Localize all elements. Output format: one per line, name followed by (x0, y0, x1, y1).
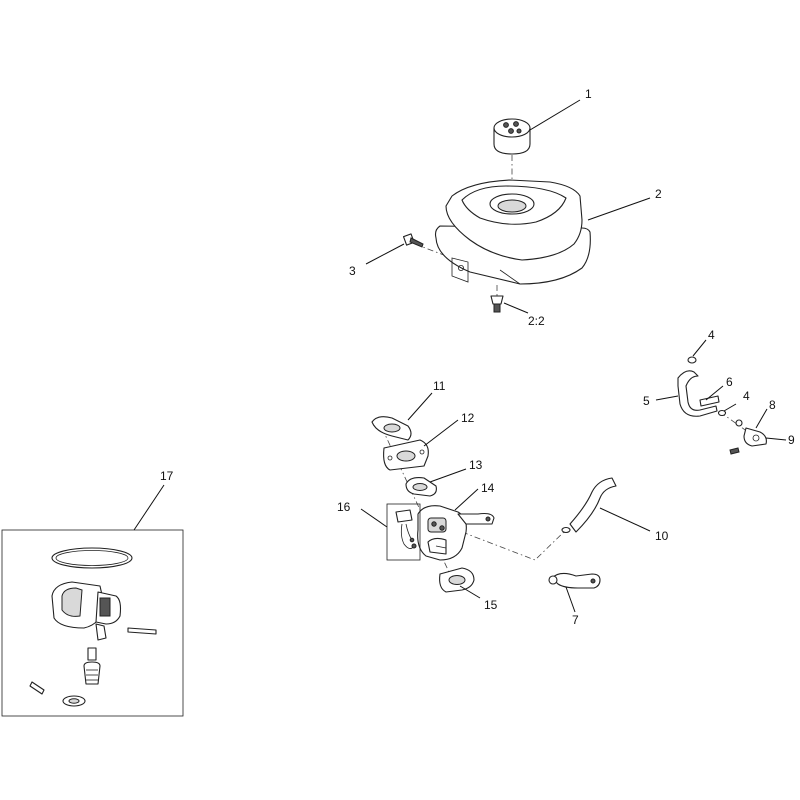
carburetor[interactable] (417, 505, 495, 561)
callout-4-upper: 4 (708, 328, 715, 342)
repair-kit-box (1, 529, 184, 717)
valve-screw[interactable] (735, 419, 743, 427)
fuel-line[interactable] (561, 477, 617, 534)
callout-3: 3 (349, 264, 356, 278)
callout-6: 6 (726, 375, 733, 389)
callout-2-2: 2:2 (528, 314, 545, 328)
carb-insulator[interactable] (383, 439, 429, 471)
callout-5: 5 (643, 394, 650, 408)
fuel-tank[interactable] (434, 179, 591, 285)
callout-2: 2 (655, 187, 662, 201)
fuel-elbow[interactable] (548, 572, 601, 589)
callout-11: 11 (433, 379, 446, 393)
hose-clamp-upper[interactable] (687, 356, 697, 364)
carb-gasket-13[interactable] (405, 477, 437, 497)
solenoid-kit-box (386, 503, 421, 561)
fuel-line-axis (461, 527, 569, 561)
float-bowl-gasket[interactable] (51, 547, 133, 569)
callout-4-lower: 4 (743, 389, 750, 403)
fuel-valve[interactable] (743, 427, 767, 447)
callout-1: 1 (585, 87, 592, 101)
callout-13: 13 (469, 458, 483, 472)
callout-14: 14 (481, 481, 495, 495)
fuel-hose-formed[interactable] (677, 370, 718, 417)
fuel-hose-short[interactable] (699, 395, 720, 407)
callout-12: 12 (461, 411, 475, 425)
carb-gasket-11[interactable] (371, 416, 412, 441)
solenoid-kit[interactable] (386, 503, 421, 561)
tank-bolt[interactable] (402, 233, 424, 248)
carb-repair-kit[interactable] (1, 529, 184, 717)
fuel-valve-assembly[interactable] (677, 356, 767, 455)
leader-lines (133, 99, 787, 613)
drain-fitting[interactable] (490, 295, 504, 313)
fuel-cap[interactable] (493, 118, 531, 155)
callout-9: 9 (788, 433, 795, 447)
hose-clamp-lower[interactable] (717, 409, 727, 417)
callout-10: 10 (655, 529, 669, 543)
callout-8: 8 (769, 398, 776, 412)
callout-15: 15 (484, 598, 498, 612)
carb-float[interactable] (51, 581, 122, 641)
jet-needle[interactable] (29, 681, 45, 695)
float-pin[interactable] (127, 627, 157, 635)
float-needle[interactable] (83, 647, 101, 685)
callout-17: 17 (160, 469, 174, 483)
callout-7: 7 (572, 613, 579, 627)
callout-labels: 1 2 3 2:2 4 4 5 6 7 8 9 10 11 12 13 14 1… (160, 87, 795, 627)
callout-16: 16 (337, 500, 351, 514)
carb-gasket-15[interactable] (439, 567, 475, 593)
